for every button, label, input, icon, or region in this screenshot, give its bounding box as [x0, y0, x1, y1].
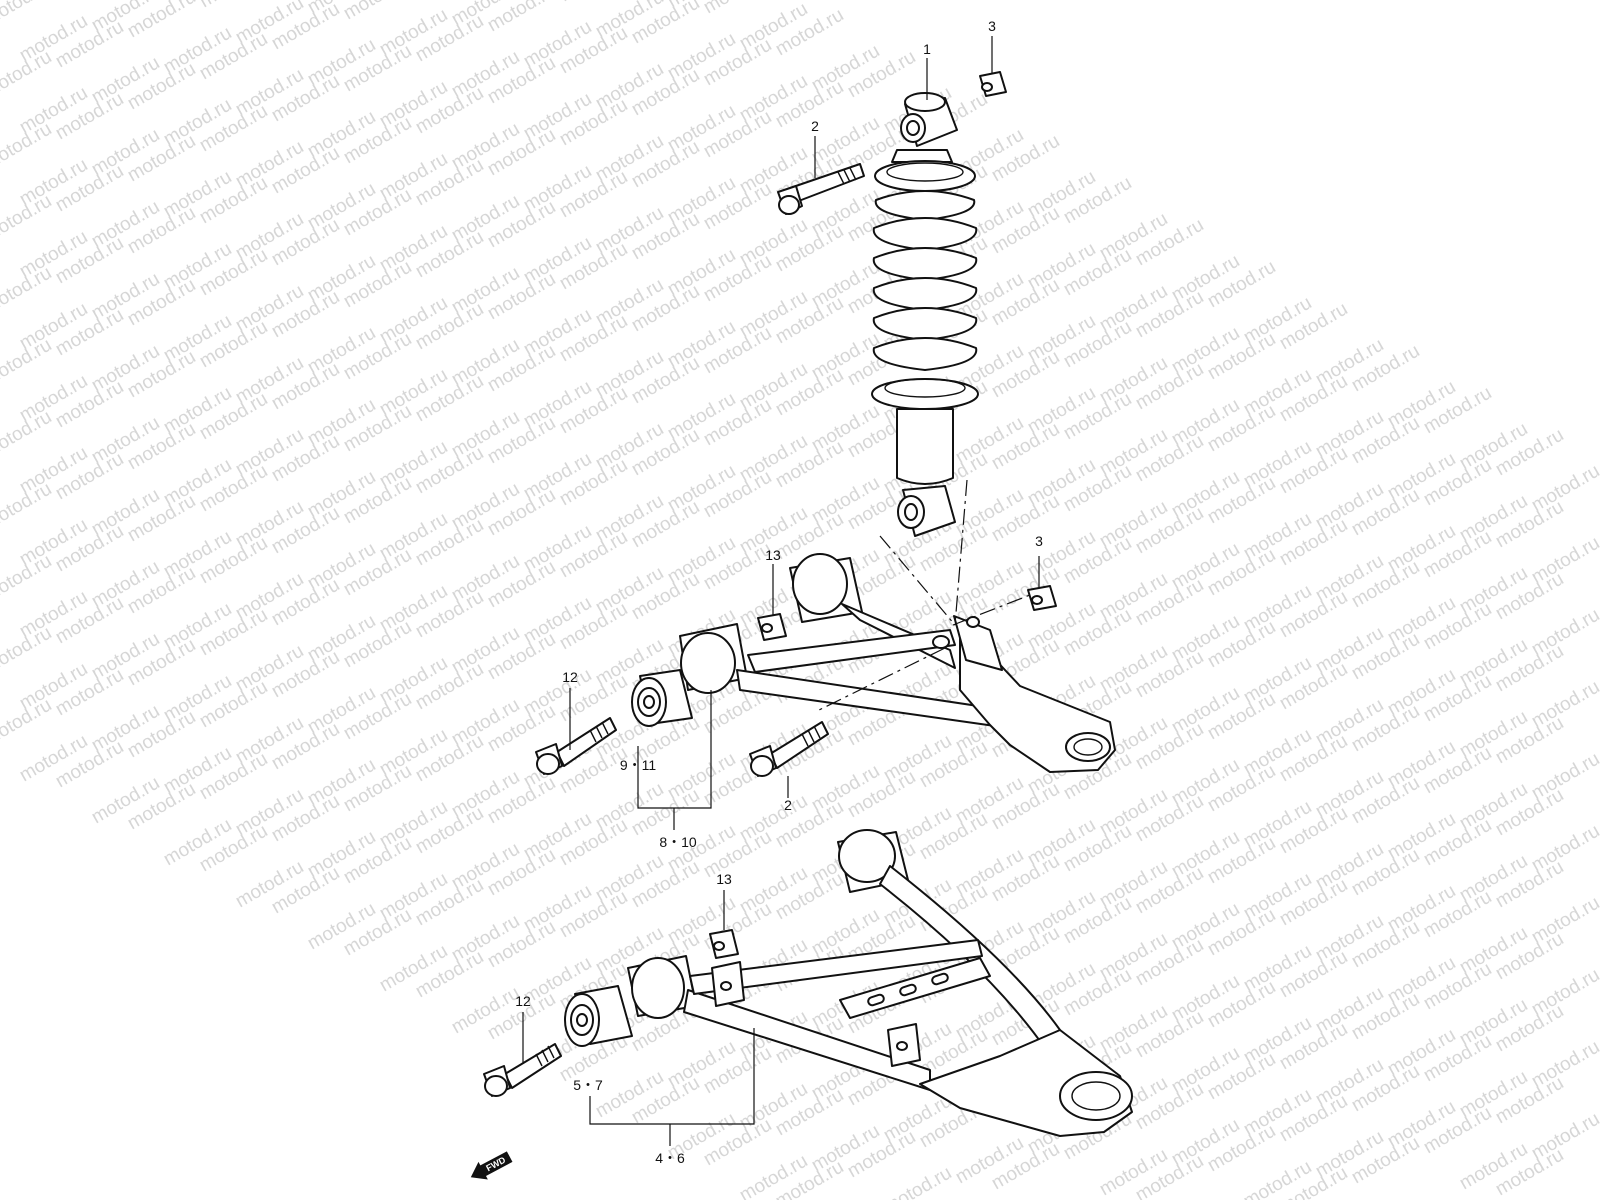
bolt-lower-12[interactable]	[483, 1043, 562, 1097]
callout-8-10: 8・10	[659, 834, 697, 850]
upper-a-arm[interactable]	[679, 553, 1116, 773]
nut-13-upper[interactable]	[757, 613, 787, 641]
callout-12-upper: 12	[562, 669, 578, 685]
upper-bushing[interactable]	[631, 669, 693, 727]
callout-2-top: 2	[811, 118, 819, 134]
callout-3-mid: 3	[1035, 533, 1043, 549]
lower-bushing[interactable]	[564, 985, 633, 1047]
callout-3-top: 3	[988, 18, 996, 34]
callout-2-mid: 2	[784, 797, 792, 813]
coil-spring	[872, 190, 978, 371]
nut-13-lower[interactable]	[709, 929, 739, 959]
callout-1: 1	[923, 41, 931, 57]
fwd-arrow-icon: FWD	[470, 1151, 513, 1180]
bolt-upper-12[interactable]	[535, 717, 617, 775]
callout-4-6: 4・6	[655, 1150, 685, 1166]
bolt-top[interactable]	[777, 163, 865, 215]
callout-12-lower: 12	[515, 993, 531, 1009]
nut-mid[interactable]	[1027, 585, 1057, 611]
assembly-line-shock	[879, 535, 956, 626]
top-bushing	[900, 92, 958, 147]
shock-absorber[interactable]	[871, 92, 979, 537]
callout-5-7: 5・7	[573, 1077, 603, 1093]
callout-9-11: 9・11	[620, 757, 657, 773]
callout-13-upper: 13	[765, 547, 781, 563]
bolt-mid-2[interactable]	[749, 721, 829, 777]
callout-13-lower: 13	[716, 871, 732, 887]
nut-top[interactable]	[979, 71, 1007, 97]
lower-a-arm[interactable]	[627, 829, 1133, 1137]
